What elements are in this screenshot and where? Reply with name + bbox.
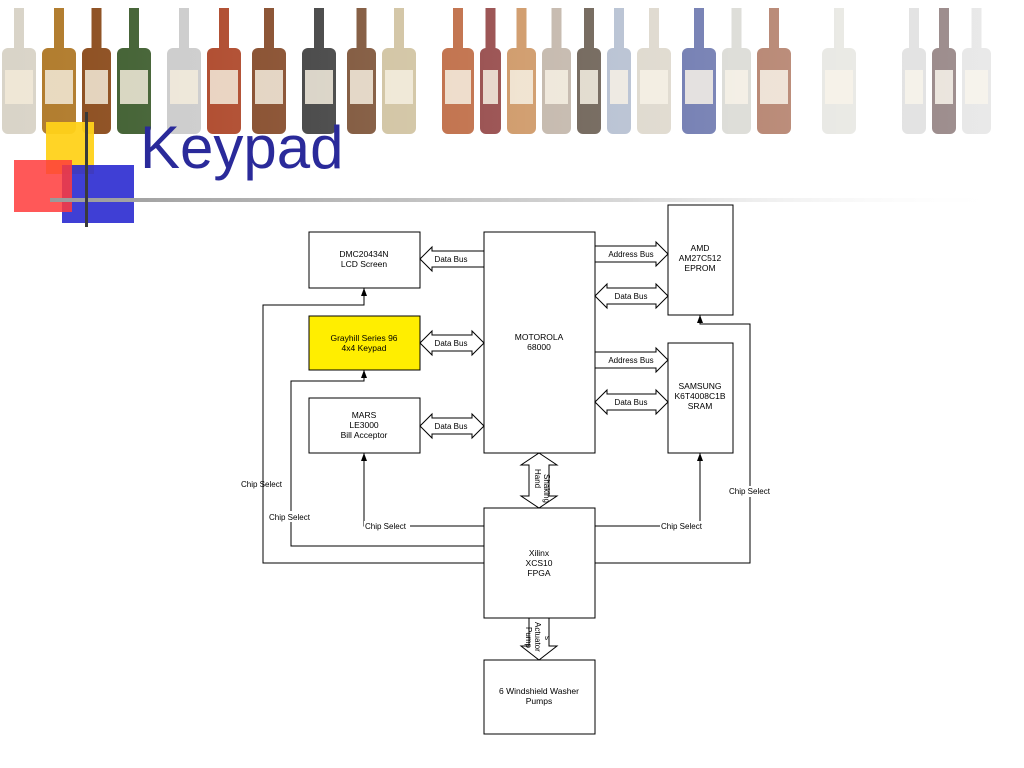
fpga-label-2: XCS10 — [526, 558, 553, 568]
bill-data-bus-arrow — [419, 412, 485, 440]
cpu-label-2: 68000 — [527, 342, 551, 352]
hand-shaking-label-1: Hand — [533, 469, 542, 488]
sram-label-3: SRAM — [688, 401, 713, 411]
pump-actuators-arrow — [519, 617, 559, 661]
sram-label-1: SAMSUNG — [679, 381, 722, 391]
chip-select-sram-wire — [595, 453, 701, 527]
keypad-label-1: Grayhill Series 96 — [330, 333, 397, 343]
sram-data-bus-label: Data Bus — [615, 398, 648, 407]
chip-select-lcd-label: Chip Select — [241, 480, 283, 489]
chip-select-eprom-label-bg — [728, 486, 774, 497]
chip-select-eprom-label: Chip Select — [729, 487, 771, 496]
chip-select-keypad-label: Chip Select — [269, 513, 311, 522]
chip-select-bill-wire — [363, 453, 484, 527]
lcd-screen-block — [308, 231, 421, 289]
sram-data-bus-arrow — [594, 388, 669, 416]
chip-select-keypad-wire — [290, 370, 484, 547]
chip-select-sram-label: Chip Select — [661, 522, 703, 531]
cpu-label-1: MOTOROLA — [515, 332, 564, 342]
keypad-block — [308, 315, 421, 371]
keypad-data-bus-arrow — [419, 329, 485, 357]
chip-select-sram-label-bg — [660, 521, 706, 532]
sram-address-bus-label: Address Bus — [608, 356, 653, 365]
slide-title: Keypad — [140, 114, 344, 181]
chip-select-bill-label: Chip Select — [365, 522, 407, 531]
sram-block — [667, 342, 734, 454]
lcd-label-1: DMC20434N — [339, 249, 388, 259]
pumps-label-1: 6 Windshield Washer — [499, 686, 579, 696]
bill-data-bus-label: Data Bus — [435, 422, 468, 431]
bill-label-3: Bill Acceptor — [341, 430, 388, 440]
sram-label-2: K6T4008C1B — [674, 391, 725, 401]
bottle-banner-image — [0, 0, 1024, 140]
chip-select-eprom-arrowhead — [697, 315, 703, 323]
eprom-data-bus-label: Data Bus — [615, 292, 648, 301]
chip-select-keypad-label-bg — [268, 511, 314, 522]
lcd-data-bus-label: Data Bus — [435, 255, 468, 264]
pump-label-3: s — [543, 636, 552, 640]
eprom-address-bus-label: Address Bus — [608, 250, 653, 259]
cpu-block — [483, 231, 596, 454]
chip-select-keypad-arrowhead — [361, 370, 367, 378]
chip-select-lcd-arrowhead — [361, 288, 367, 296]
chip-select-lcd-wire — [262, 288, 484, 564]
pump-label-1: Pump — [524, 627, 533, 648]
fpga-label-1: Xilinx — [529, 548, 550, 558]
pumps-label-2: Pumps — [526, 696, 552, 706]
fpga-block — [483, 507, 596, 619]
fpga-label-3: FPGA — [527, 568, 550, 578]
pump-label-2: Actuator — [533, 622, 542, 652]
keypad-data-bus-label: Data Bus — [435, 339, 468, 348]
eprom-address-bus-arrow — [594, 240, 669, 268]
eprom-data-bus-arrow — [594, 282, 669, 310]
chip-select-bill-arrowhead — [361, 453, 367, 461]
chip-select-bill-label-bg — [364, 521, 410, 532]
bill-label-1: MARS — [352, 410, 377, 420]
keypad-label-2: 4x4 Keypad — [342, 343, 387, 353]
chip-select-sram-arrowhead — [697, 453, 703, 461]
eprom-label-2: AM27C512 — [679, 253, 722, 263]
hand-shaking-label-2: Shaking — [542, 474, 551, 503]
lcd-data-bus-arrow — [419, 245, 485, 273]
pumps-block — [483, 659, 596, 735]
eprom-block — [667, 204, 734, 316]
lcd-label-2: LCD Screen — [341, 259, 388, 269]
title-decoration — [14, 112, 1010, 227]
bill-label-2: LE3000 — [349, 420, 379, 430]
hand-shaking-arrow — [519, 452, 559, 509]
eprom-label-3: EPROM — [684, 263, 715, 273]
eprom-label-1: AMD — [691, 243, 710, 253]
sram-address-bus-arrow — [594, 346, 669, 374]
